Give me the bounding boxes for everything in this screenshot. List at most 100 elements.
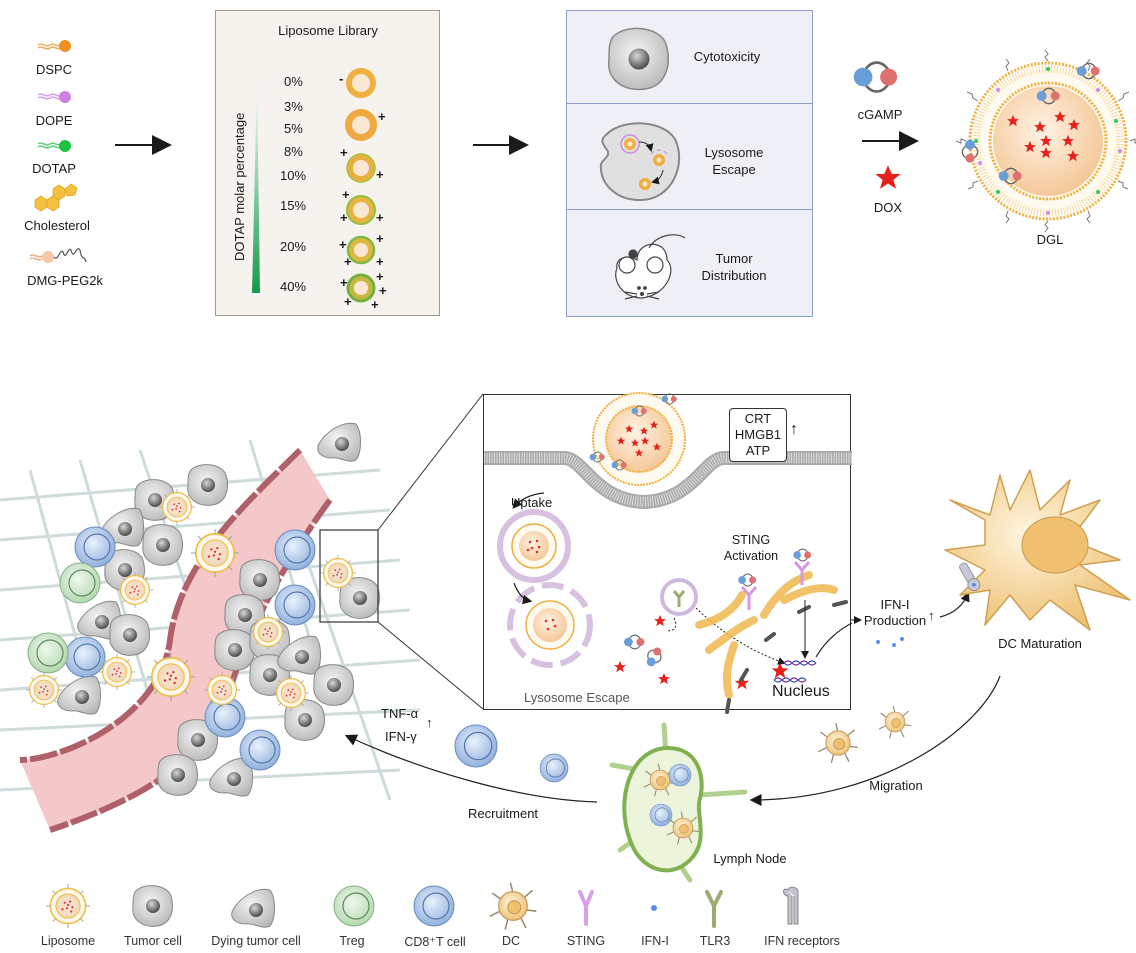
dotap-gradient-wedge (252, 81, 260, 293)
dgl-liposome-icon (955, 49, 1136, 233)
charge-plus: + (376, 167, 384, 182)
lymph-node-label: Lymph Node (713, 851, 787, 866)
library-title: Liposome Library (278, 23, 378, 38)
assay-label-line1: Tumor (715, 251, 753, 266)
charge-plus: + (376, 210, 384, 225)
dotap-lipid-icon (37, 140, 71, 152)
liposome-3-5pct (345, 109, 377, 141)
liposome-40pct (346, 273, 376, 303)
assay-label-lysosome-escape: Lysosome Escape (705, 144, 764, 178)
charge-plus: + (376, 254, 384, 269)
ifn-production-label: IFN-I Production (864, 597, 926, 629)
assay-label-tumor-distribution: Tumor Distribution (701, 250, 766, 284)
nuclear-envelope (725, 600, 848, 714)
component-label-cholesterol: Cholesterol (24, 218, 90, 233)
mouse-icon (615, 234, 686, 300)
component-label-dotap: DOTAP (32, 161, 76, 176)
charge-plus: + (376, 269, 384, 284)
ifn-production-line1: IFN-I (880, 597, 910, 612)
liposome-8-10pct (346, 153, 376, 183)
pct-label-8: 8% (284, 144, 303, 159)
lysosome-icon (599, 122, 681, 202)
tnf-alpha-label: TNF-α (381, 706, 419, 721)
dspc-lipid-icon (37, 40, 71, 52)
component-label-dope: DOPE (35, 113, 73, 128)
tumor-cell-icon (607, 27, 669, 91)
dgl-label: DGL (1036, 232, 1064, 247)
sting-dimers (737, 548, 812, 610)
charge-plus: + (344, 294, 352, 309)
cgamp-label: cGAMP (857, 107, 903, 122)
cgamp-icon (852, 61, 899, 93)
pct-label-40: 40% (280, 279, 307, 294)
legend-label-ifn-i: IFN-I (641, 934, 669, 948)
charge-plus: + (371, 297, 379, 312)
ifn-up-arrow-icon: ↑ (928, 608, 935, 623)
legend-label-treg: Treg (339, 934, 365, 948)
lysosome-escape-label: Lysosome Escape (524, 690, 630, 705)
legend-label-sting: STING (566, 934, 606, 948)
dox-label: DOX (873, 200, 903, 215)
sting-activation-line2: Activation (723, 549, 779, 563)
nucleus-label: Nucleus (772, 683, 830, 700)
legend-label-dying-tumor-cell: Dying tumor cell (211, 934, 301, 948)
assay-label-line1: Lysosome (704, 145, 764, 160)
pct-label-20: 20% (280, 239, 307, 254)
cell-membrane (484, 451, 852, 510)
liposome-15pct (346, 195, 376, 225)
marker-atp: ATP (745, 443, 771, 458)
assay-row-cytotoxicity: Cytotoxicity (567, 11, 812, 104)
legend-label-tumor-cell: Tumor cell (124, 934, 182, 948)
legend-label-liposome: Liposome (40, 934, 96, 948)
pct-label-5: 5% (284, 121, 303, 136)
dc-maturation-label: DC Maturation (998, 636, 1082, 651)
ifn-gamma-label: IFN-γ (385, 729, 417, 744)
ifn-production-line2: Production (863, 613, 927, 628)
assay-label-line2: Distribution (701, 268, 767, 283)
blood-vessel (19, 447, 333, 833)
zoom-connector-bottom (377, 621, 484, 710)
charge-plus: + (344, 254, 352, 269)
charge-minus: - (339, 71, 344, 86)
dope-lipid-icon (37, 91, 71, 103)
pct-label-10: 10% (280, 168, 307, 183)
dox-star-icon (875, 165, 901, 189)
pct-label-15: 15% (280, 198, 307, 213)
marker-hmgb1: HMGB1 (734, 427, 782, 442)
dmg-peg-icon (29, 248, 87, 263)
escaping-liposome (507, 582, 593, 668)
cytokine-up-arrow-icon: ↑ (426, 715, 433, 730)
assay-row-lysosome-escape: Lysosome Escape (567, 104, 812, 210)
liposome-0pct (346, 68, 376, 98)
mechanism-inset-panel: CRT HMGB1 ATP ↑ Uptake STING Activation … (483, 392, 853, 714)
charge-plus: + (339, 237, 347, 252)
charge-plus: + (342, 187, 350, 202)
uptake-label: Uptake (511, 495, 553, 510)
legend-label-tlr3: TLR3 (699, 934, 731, 948)
assay-label-cytotoxicity: Cytotoxicity (693, 49, 761, 64)
liposome-20pct (346, 235, 376, 265)
endosome (497, 509, 571, 583)
component-label-dmg-peg: DMG-PEG2k (27, 273, 103, 288)
charge-plus: + (340, 210, 348, 225)
component-label-dspc: DSPC (35, 62, 73, 77)
markers-up-arrow-icon: ↑ (790, 421, 798, 438)
charge-plus: + (340, 145, 348, 160)
charge-plus: + (340, 275, 348, 290)
dotap-axis-label: DOTAP molar percentage (232, 112, 247, 261)
charge-plus: + (376, 231, 384, 246)
assay-row-tumor-distribution: Tumor Distribution (567, 210, 812, 315)
cholesterol-icon (34, 183, 78, 212)
legend-label-cd8-t-cell: CD8⁺T cell (404, 935, 466, 949)
pct-label-3: 3% (284, 99, 303, 114)
incoming-liposome (589, 392, 686, 486)
charge-plus: + (379, 283, 387, 298)
legend-label-ifn-receptors: IFN receptors (764, 934, 840, 948)
assays-panel: Cytotoxicity Lysosome Escape (566, 10, 813, 317)
tlr3-endosome (660, 578, 698, 616)
zoom-connector-top (377, 393, 484, 531)
dampa-markers-box: CRT HMGB1 ATP (729, 408, 787, 462)
recruitment-label: Recruitment (467, 806, 539, 821)
liposome-library-panel: Liposome Library DOTAP molar percentage … (215, 10, 440, 316)
